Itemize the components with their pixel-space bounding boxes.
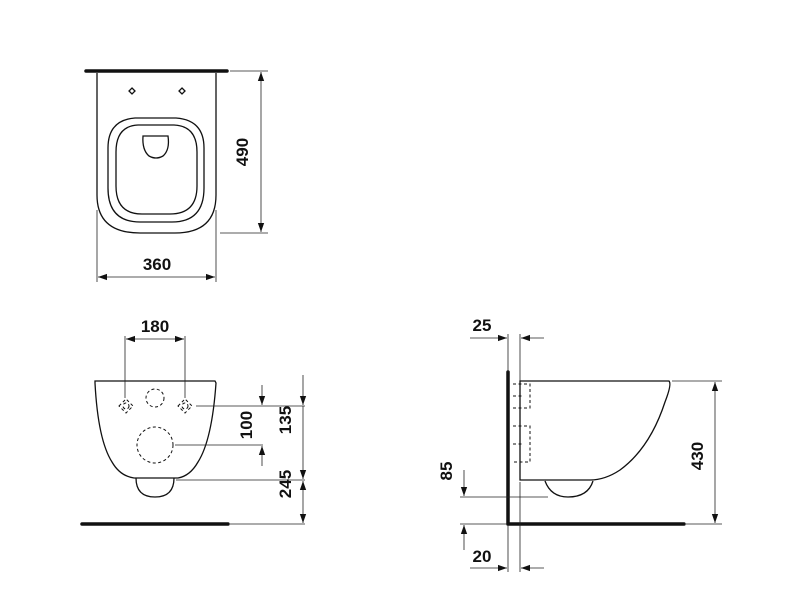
top-view-bowl-outline <box>96 73 217 234</box>
side-view-fixing-upper <box>513 383 531 409</box>
dim-label-side-floor-offset: 20 <box>473 547 492 566</box>
front-view-fixing-left <box>118 398 134 414</box>
top-view-seat-outline <box>107 117 205 223</box>
top-view: 490 360 <box>84 69 268 282</box>
top-view-fixing-mark-right <box>178 87 186 95</box>
dim-label-front-hole-height: 135 <box>276 406 295 434</box>
dim-label-front-outlet-height: 245 <box>276 470 295 498</box>
front-view: 180 100 135 245 <box>80 317 307 526</box>
dim-label-top-width: 360 <box>143 255 171 274</box>
side-view-outlet <box>544 480 594 498</box>
top-view-flush-opening <box>142 135 170 159</box>
top-view-fixing-mark-left <box>128 87 136 95</box>
front-view-waste-outlet <box>136 426 174 464</box>
front-view-outlet <box>135 477 175 498</box>
dim-label-side-wall-offset: 25 <box>473 316 492 335</box>
front-view-fixing-right <box>177 398 193 414</box>
dim-label-top-depth: 490 <box>233 138 252 166</box>
front-view-bowl-outline <box>94 380 217 479</box>
dim-label-front-outlet-offset: 100 <box>237 411 256 439</box>
top-view-seat-inner <box>115 124 198 215</box>
dim-label-side-height: 430 <box>688 442 707 470</box>
side-view-fixing-lower <box>513 425 531 463</box>
dim-label-front-hole-spacing: 180 <box>141 317 169 336</box>
dim-label-side-outlet-height: 85 <box>437 462 456 481</box>
side-view: 25 430 85 20 <box>437 316 722 572</box>
front-view-water-inlet <box>145 388 165 408</box>
side-view-bowl-outline <box>519 380 671 481</box>
